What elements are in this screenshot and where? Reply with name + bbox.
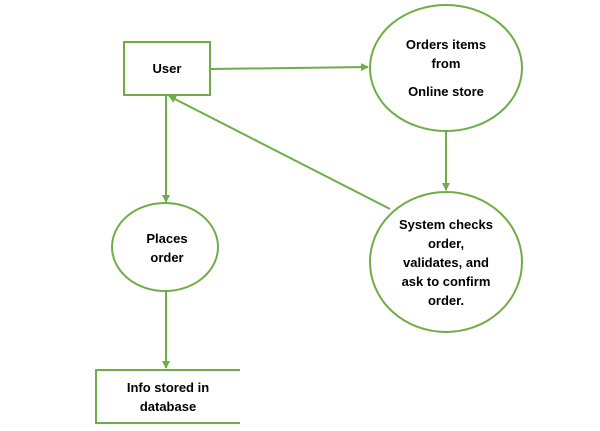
orders-items-label-line-3: Online store (408, 84, 484, 99)
info-stored-label-line-1: Info stored in (126, 380, 210, 395)
places-order-node-label: Places order (115, 227, 219, 269)
orders-items-label-line-2: from (431, 56, 461, 71)
system-checks-label-line-1: System checks (399, 216, 493, 232)
system-checks-node-ellipse (369, 191, 523, 333)
orders-items-node-label: Orders items from Online store (374, 30, 518, 106)
system-checks-node-label: System checks order, validates, and ask … (374, 212, 518, 312)
user-node-box (123, 41, 211, 96)
system-checks-label-line-2: order, (427, 235, 465, 251)
user-node-label: User (124, 42, 210, 95)
system-checks-label-line-3: validates, and (403, 254, 489, 270)
edge-system-checks-to-user (168, 95, 391, 210)
user-label-line: User (152, 61, 182, 76)
system-checks-label-line-4: ask to confirm (401, 273, 491, 289)
places-order-label-line-2: order (150, 250, 184, 265)
info-stored-label-line-2: database (139, 399, 197, 414)
places-order-label-line-1: Places (146, 231, 188, 246)
edge-user-to-orders-items (209, 63, 369, 72)
system-checks-label-line-5: order. (427, 292, 465, 308)
info-stored-node-box (95, 369, 240, 424)
info-stored-node-label: Info stored in database (96, 376, 240, 418)
orders-items-label-line-1: Orders items (405, 37, 487, 52)
